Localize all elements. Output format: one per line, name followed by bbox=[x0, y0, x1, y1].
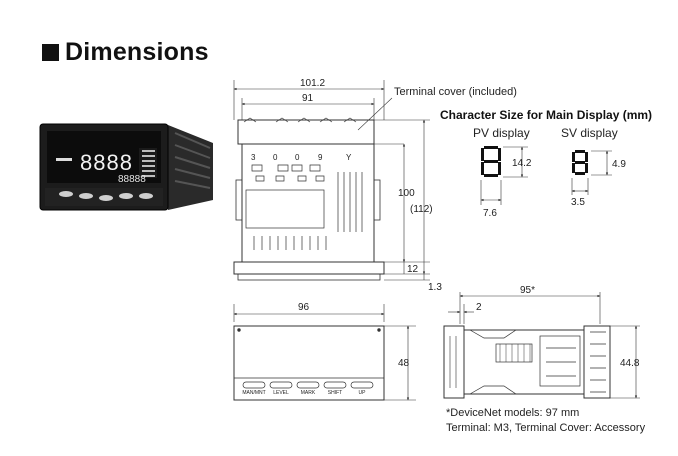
note-terminal: Terminal: M3, Terminal Cover: Accessory bbox=[446, 422, 646, 434]
front-key-labels: MAN/MNT LEVEL MARK SHIFT UP bbox=[242, 390, 366, 396]
front-key bbox=[350, 381, 374, 389]
dim-front-thickness: 2 bbox=[476, 302, 482, 313]
sv-char-height: 4.9 bbox=[612, 159, 626, 170]
section-heading: Dimensions bbox=[42, 38, 209, 67]
dim-bezel: 1.3 bbox=[428, 282, 442, 293]
photo-key bbox=[79, 193, 93, 199]
front-view bbox=[233, 304, 416, 401]
photo-key bbox=[59, 191, 73, 197]
svg-text:Y: Y bbox=[346, 153, 352, 162]
front-key bbox=[242, 381, 266, 389]
dim-overall-width: 101.2 bbox=[300, 78, 325, 89]
side-view bbox=[443, 292, 640, 399]
sv-char-width: 3.5 bbox=[571, 197, 585, 208]
dim-front-width: 96 bbox=[298, 302, 310, 313]
dim-front-height: 48 bbox=[398, 358, 410, 369]
pv-char-height: 14.2 bbox=[512, 158, 532, 169]
dim-depth: 95* bbox=[520, 285, 535, 296]
char-size-title: Character Size for Main Display (mm) bbox=[440, 108, 653, 122]
note-devicenet: *DeviceNet models: 97 mm bbox=[446, 407, 580, 419]
key-label: UP bbox=[359, 390, 367, 396]
pv-char-width: 7.6 bbox=[483, 208, 497, 219]
top-view bbox=[233, 80, 430, 281]
svg-text:0: 0 bbox=[295, 153, 300, 162]
photo-sv-digits: 88888 bbox=[118, 174, 146, 185]
photo-pv-digits: 8888 bbox=[80, 150, 133, 175]
controller-front-photo bbox=[39, 123, 213, 211]
svg-text:9: 9 bbox=[318, 153, 323, 162]
dim-body-width: 91 bbox=[302, 93, 314, 104]
pv-display-label: PV display bbox=[473, 126, 530, 140]
dim-side-height: 44.8 bbox=[620, 358, 640, 369]
terminal-markers: 3 0 0 9 Y bbox=[251, 153, 352, 162]
photo-key bbox=[139, 193, 153, 199]
dim-height: 100 bbox=[398, 188, 415, 199]
front-key bbox=[269, 381, 293, 389]
terminal-cover-callout: Terminal cover (included) bbox=[394, 86, 517, 98]
photo-key bbox=[99, 195, 113, 201]
key-label: MARK bbox=[301, 390, 316, 396]
svg-text:3: 3 bbox=[251, 153, 256, 162]
dim-cover: 12 bbox=[407, 264, 419, 275]
heading-square-icon bbox=[42, 44, 59, 61]
sv-display-label: SV display bbox=[561, 126, 618, 140]
photo-keys bbox=[59, 191, 153, 201]
key-label: LEVEL bbox=[273, 390, 289, 396]
dim-height-total: (112) bbox=[410, 204, 433, 215]
key-label: SHIFT bbox=[328, 390, 342, 396]
svg-text:0: 0 bbox=[273, 153, 278, 162]
key-label: MAN/MNT bbox=[242, 390, 265, 396]
dimension-labels: 101.2 91 100 (112) 12 1.3 96 48 95* 2 44… bbox=[298, 78, 640, 369]
sv-char-diagram bbox=[571, 150, 612, 195]
front-key bbox=[296, 381, 320, 389]
pv-char-diagram bbox=[480, 146, 528, 205]
section-title: Dimensions bbox=[65, 38, 209, 66]
front-key bbox=[323, 381, 347, 389]
photo-key bbox=[119, 193, 133, 199]
